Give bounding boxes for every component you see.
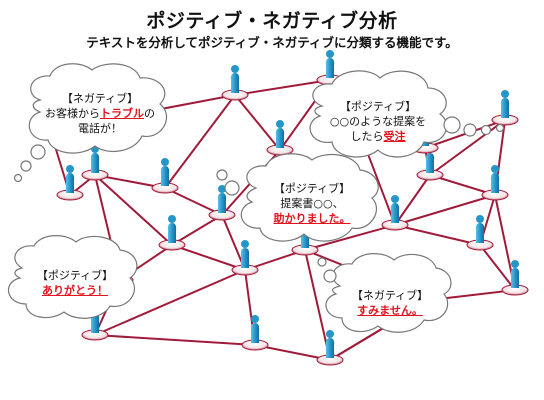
network-link — [234, 94, 281, 151]
thought-bubble-4 — [8, 235, 138, 319]
person-node — [491, 90, 519, 126]
network-link — [94, 334, 256, 346]
bubble-negative-5: 【ネガティブ】 すみません。 — [338, 288, 442, 318]
bubble-text-line: お客様から — [45, 107, 100, 120]
thought-bubble-5 — [325, 253, 452, 333]
keyword-highlight: ありがとう！ — [42, 284, 108, 297]
thought-dot — [480, 124, 492, 136]
thought-dot — [443, 116, 461, 134]
network-link — [94, 174, 173, 246]
page-title: ポジティブ・ネガティブ分析 — [146, 10, 398, 32]
network-link — [164, 94, 236, 189]
keyword-highlight: トラブル — [100, 107, 144, 120]
network-link — [394, 194, 496, 226]
network-link — [304, 224, 396, 251]
person-node — [151, 158, 179, 194]
bubble-tag: 【ポジティブ】 — [36, 269, 114, 282]
bubble-positive-3: 【ポジティブ】 提案書○○、 助かりました。 — [258, 181, 366, 226]
thought-dot — [317, 257, 327, 267]
page-subtitle: テキストを分析してポジティブ・ネガティブに分類する機能です。 — [86, 35, 458, 50]
bubble-positive-2: 【ポジティブ】 ○○のような提案を したら受注 — [320, 99, 436, 144]
network-link — [479, 244, 516, 291]
thought-dot — [13, 173, 23, 183]
thought-bubble-2 — [309, 70, 447, 158]
thought-dot — [495, 123, 505, 133]
thought-bubble-1 — [28, 63, 168, 154]
bubble-positive-4: 【ポジティブ】 ありがとう！ — [22, 268, 128, 298]
thought-bubbles — [8, 63, 505, 333]
person-node — [381, 195, 409, 231]
person-node — [241, 315, 269, 351]
network-link — [394, 174, 431, 226]
network-link — [164, 187, 223, 216]
person-node — [316, 330, 344, 366]
bubble-tag: 【ネガティブ】 — [351, 289, 429, 302]
person-node — [56, 165, 84, 201]
thought-dot — [463, 123, 477, 137]
keyword-highlight: 助かりました。 — [273, 212, 351, 225]
person-node — [208, 185, 236, 221]
person-node — [221, 65, 249, 101]
bubble-negative-1: 【ネガティブ】 お客様からトラブルの 電話が！ — [44, 91, 156, 136]
thought-dot — [20, 160, 32, 172]
person-node — [416, 145, 444, 181]
person-node — [231, 240, 259, 276]
network-link — [234, 79, 331, 96]
person-node — [466, 215, 494, 251]
network-nodes — [36, 50, 529, 366]
bubble-text-line: したら — [350, 130, 384, 143]
person-node — [266, 120, 294, 156]
network-link — [94, 269, 246, 336]
keyword-highlight: すみません。 — [357, 304, 423, 317]
network-link — [304, 249, 331, 361]
bubble-tag: 【ポジティブ】 — [339, 100, 417, 113]
network-link — [429, 119, 506, 176]
thought-dot — [224, 180, 240, 196]
person-node — [158, 215, 186, 251]
thought-dot — [30, 144, 46, 160]
network-link — [171, 244, 246, 271]
bubble-text-line: の — [144, 107, 155, 120]
network-link — [394, 224, 481, 246]
network-link — [254, 344, 331, 361]
person-node — [81, 145, 109, 181]
bubble-text-line: 提案書○○、 — [280, 197, 344, 210]
person-node — [501, 260, 529, 296]
bubble-tag: 【ポジティブ】 — [273, 182, 351, 195]
bubble-tag: 【ネガティブ】 — [61, 92, 139, 105]
thought-dot — [323, 269, 337, 283]
network-link — [171, 214, 223, 246]
thought-bubble-3 — [240, 153, 379, 242]
bubble-text-line: 電話が！ — [78, 122, 122, 135]
bubble-text-line: ○○のような提案を — [329, 115, 427, 128]
person-node — [481, 165, 509, 201]
keyword-highlight: 受注 — [383, 130, 406, 143]
thought-dot — [216, 169, 228, 181]
